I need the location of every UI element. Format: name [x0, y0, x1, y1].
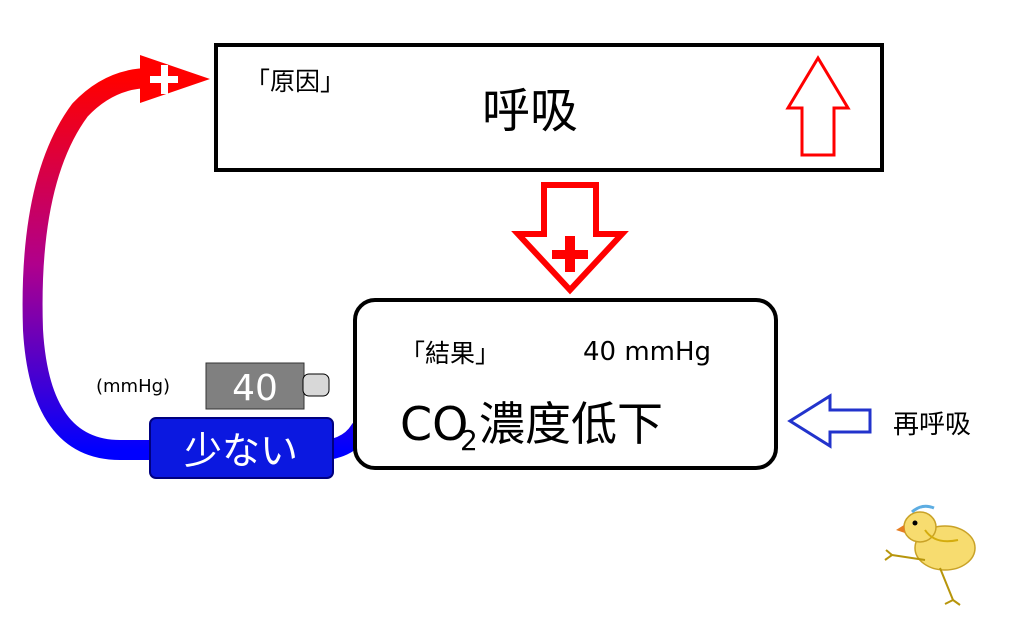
plus-icon: [150, 65, 178, 94]
result-co-text: CO: [400, 397, 468, 451]
rebreathe-label: 再呼吸: [893, 410, 971, 440]
cause-tag: 「原因」: [245, 67, 345, 96]
cause-title: 呼吸: [482, 83, 578, 139]
sensor-value: 40: [232, 368, 278, 409]
left-arrow-icon: [787, 393, 872, 449]
result-box: [353, 298, 778, 470]
down-arrow-plus-icon: [552, 236, 588, 272]
result-title: 濃度低下: [479, 397, 663, 451]
cause-box: [214, 43, 884, 172]
up-arrow-icon: [785, 55, 851, 157]
result-value: 40 mmHg: [583, 337, 711, 367]
sensor-unit: (mmHg): [96, 376, 170, 397]
result-tag: 「結果」: [400, 339, 500, 368]
level-text: 少ない: [184, 429, 298, 473]
result-subscript: 2: [460, 424, 478, 457]
chick-icon: [884, 504, 976, 606]
level-badge: [149, 417, 334, 479]
sensor-nozzle: [302, 373, 330, 397]
